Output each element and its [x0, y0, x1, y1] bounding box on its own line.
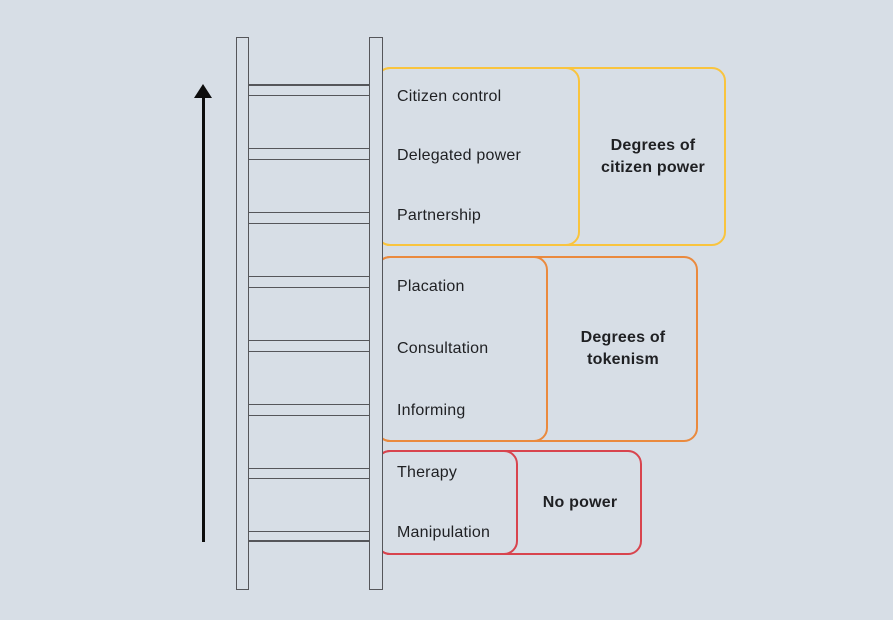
rung-label-citizen-control: Citizen control — [397, 87, 502, 105]
ladder-rung-box — [248, 159, 370, 213]
rung-label-therapy: Therapy — [397, 464, 458, 481]
category-label-line: tokenism — [587, 351, 659, 368]
up-arrow-icon — [194, 84, 212, 98]
ladder-rung-box — [248, 415, 370, 469]
ladder-bottom-rung — [249, 540, 369, 542]
no-power-rung-labels: Therapy Manipulation — [376, 450, 518, 555]
rung-label-consultation: Consultation — [397, 340, 489, 357]
category-label-line: No power — [542, 493, 618, 511]
rung-label-partnership: Partnership — [397, 207, 482, 225]
citizen-power-category-label: Degrees of citizen power — [580, 67, 726, 246]
ladder-rung-box — [248, 223, 370, 277]
category-label-line: Degrees of — [610, 136, 696, 154]
ladder-rung-box — [248, 478, 370, 532]
rung-label-manipulation: Manipulation — [397, 524, 491, 541]
rung-label-informing: Informing — [397, 402, 466, 419]
tokenism-rung-labels: Placation Consultation Informing — [376, 256, 548, 442]
rung-label-placation: Placation — [397, 278, 465, 295]
ladder-top-rung — [249, 84, 369, 86]
no-power-category-label: No power — [518, 450, 642, 555]
ladder-rung-box — [248, 95, 370, 149]
category-label-line: citizen power — [601, 158, 705, 176]
category-label-line: Degrees of — [580, 329, 666, 346]
rung-label-delegated-power: Delegated power — [397, 147, 521, 165]
tokenism-category-label: Degrees of tokenism — [548, 256, 698, 442]
ladder-right-rail — [369, 37, 383, 590]
ladder-rung-box — [248, 287, 370, 341]
ladder-rung-box — [248, 351, 370, 405]
citizen-power-rung-labels: Citizen control Delegated power Partners… — [376, 67, 580, 246]
up-arrow-shaft — [202, 97, 205, 542]
